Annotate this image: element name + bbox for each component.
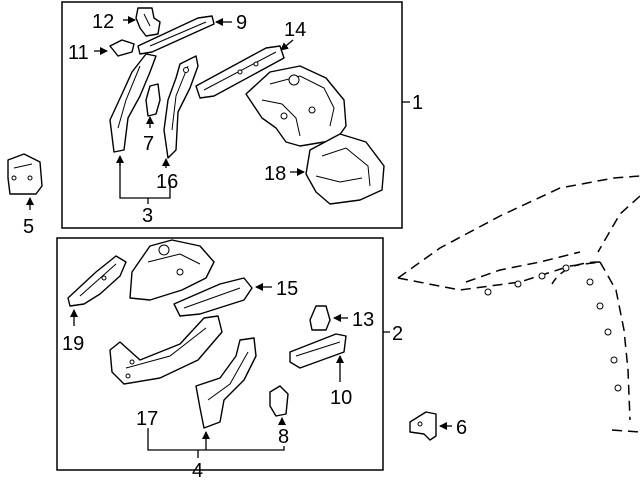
part-3-left-strip[interactable] — [109, 53, 157, 153]
callout-18: 18 — [264, 163, 286, 185]
callout-17: 17 — [136, 408, 158, 430]
callout-7: 7 — [143, 133, 154, 155]
part-7-strip[interactable] — [145, 83, 161, 117]
callout-8: 8 — [278, 426, 289, 448]
part-19-rail[interactable] — [67, 255, 127, 307]
callout-11: 11 — [68, 42, 89, 64]
part-17-strut[interactable] — [109, 315, 223, 385]
group-box-lower — [56, 237, 384, 471]
callout-12: 12 — [92, 11, 114, 33]
part-15-rail[interactable] — [173, 277, 253, 317]
fender-outline[interactable] — [397, 175, 640, 433]
callout-3: 3 — [142, 205, 153, 227]
callout-4: 4 — [192, 460, 203, 482]
callout-5: 5 — [23, 216, 34, 238]
part-11-clip[interactable] — [109, 39, 135, 57]
part-12-bracket[interactable] — [135, 7, 161, 37]
part-9-rail[interactable] — [137, 15, 215, 55]
callout-10: 10 — [330, 387, 352, 409]
part-16-strip[interactable] — [163, 55, 199, 159]
callout-9: 9 — [236, 12, 247, 34]
part-4-strut[interactable] — [195, 337, 257, 429]
part-8-bracket[interactable] — [269, 385, 289, 417]
part-14-rail[interactable] — [195, 45, 285, 99]
callout-1: 1 — [412, 92, 423, 114]
part-13-bracket[interactable] — [309, 305, 331, 331]
part-18-apron[interactable] — [305, 133, 385, 205]
callout-14: 14 — [284, 19, 306, 41]
part-5-bracket[interactable] — [7, 153, 43, 195]
wheelhouse-assembly[interactable] — [245, 65, 347, 147]
callout-19: 19 — [62, 333, 84, 355]
lower-box-panel[interactable] — [129, 239, 215, 301]
callout-2: 2 — [392, 323, 403, 345]
part-6-bracket[interactable] — [409, 411, 437, 441]
callout-16: 16 — [156, 171, 178, 193]
part-10-rail[interactable] — [289, 333, 347, 369]
callout-13: 13 — [352, 309, 374, 331]
callout-6: 6 — [456, 417, 467, 439]
callout-15: 15 — [276, 278, 298, 300]
group-box-upper — [61, 1, 403, 229]
